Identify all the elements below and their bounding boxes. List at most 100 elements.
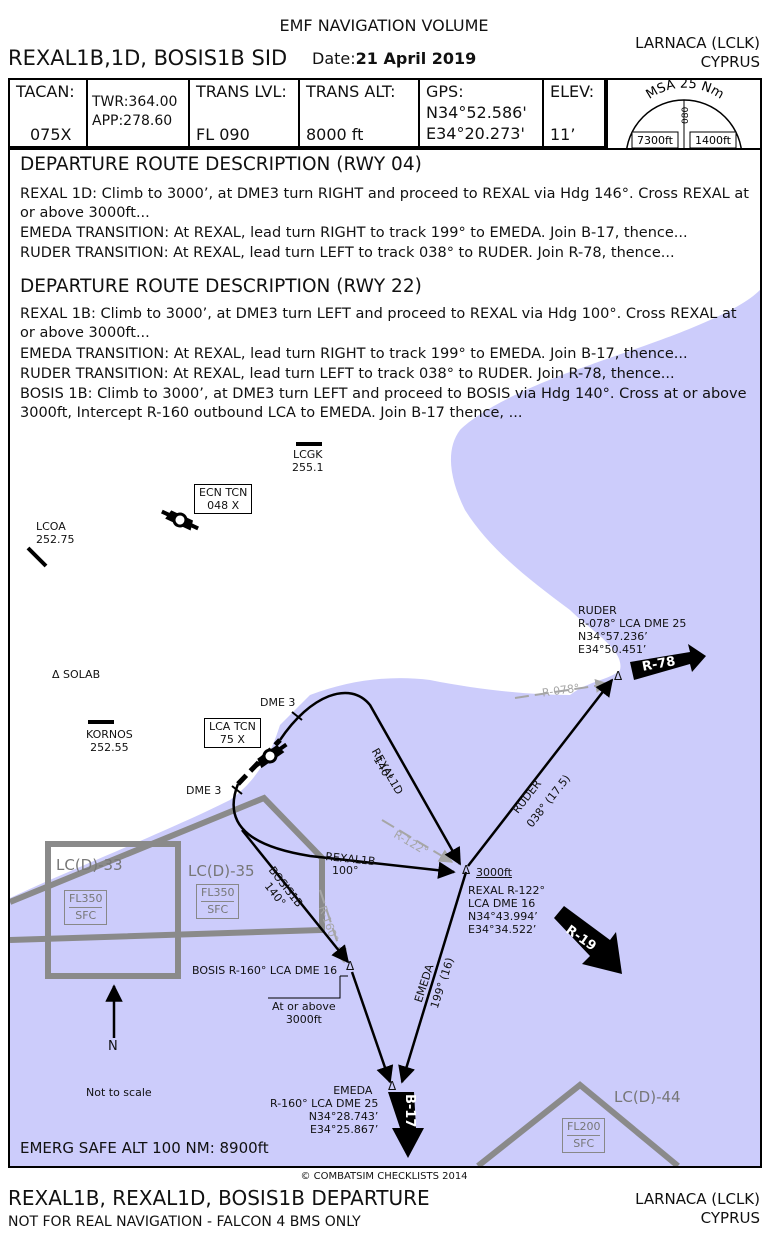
- trans-lvl-cell: TRANS LVL: FL 090: [190, 80, 300, 146]
- gps-lat: N34°52.586': [426, 103, 527, 122]
- lca-chan: 75 X: [219, 733, 245, 746]
- at-or-above-pointer: [268, 976, 341, 999]
- airway-b17-arrow: [388, 1092, 424, 1158]
- emeda-fix-label: EMEDA R-160° LCA DME 25 N34°28.743’ E34°…: [270, 1084, 378, 1136]
- lcgk-freq: 255.1: [292, 461, 324, 474]
- route-bosis1b: [241, 829, 350, 964]
- dme3-south-label: DME 3: [186, 784, 222, 797]
- ecn-chan: 048 X: [207, 499, 240, 512]
- ruder-lat: N34°57.236’: [578, 630, 648, 643]
- elev-cell: ELEV: 11’: [544, 80, 604, 146]
- zone33-name: LC(D)-33: [56, 856, 123, 874]
- zone35-bottom: SFC: [207, 903, 229, 916]
- zone44-top: FL200: [567, 1120, 601, 1133]
- msa-east-alt: 1400ft: [695, 134, 732, 147]
- route-rexal1b: [232, 783, 456, 879]
- date-value: 21 April 2019: [355, 49, 477, 68]
- rwy22-ruder-text: : At REXAL, lead turn LEFT to track 038°…: [163, 366, 675, 382]
- zone44-bottom: SFC: [573, 1137, 595, 1150]
- date-label: Date:: [312, 49, 356, 68]
- route-rexal1d: [278, 691, 462, 866]
- airway-r19-arrow: [554, 906, 622, 974]
- trans-lvl-label: TRANS LVL:: [196, 82, 287, 101]
- ruder-waypoint-icon: Δ: [614, 669, 623, 683]
- footer-airport: LARNACA (LCLK) CYPRUS: [635, 1190, 760, 1228]
- procedure-title: REXAL1B,1D, BOSIS1B SID: [8, 46, 288, 70]
- bosis-waypoint-icon: Δ: [346, 959, 355, 973]
- kornos-freq: 252.55: [90, 741, 129, 754]
- ecn-tacan-icon: [161, 509, 199, 531]
- rexal-radial: REXAL R-122°: [468, 884, 545, 897]
- zone33-top: FL350: [69, 892, 103, 905]
- bosis1b-text: Climb to 3000’, at DME3 turn LEFT and pr…: [20, 386, 747, 421]
- rwy04-emeda-name: EMEDA TRANSITION: [20, 225, 165, 241]
- ruder-lon: E34°50.451’: [578, 643, 647, 656]
- gps-lon: E34°20.273': [426, 124, 525, 143]
- trans-alt-label: TRANS ALT:: [306, 82, 396, 101]
- gps-label: GPS:: [426, 82, 464, 101]
- trans-lvl-value: FL 090: [196, 125, 250, 144]
- airway-b17-label: B-17: [402, 1094, 417, 1128]
- emeda-name: EMEDA: [333, 1084, 373, 1097]
- solab-waypoint: Δ SOLAB: [52, 668, 101, 681]
- zone-lc-d-33: [45, 841, 181, 979]
- rwy22-ruder-name: RUDER TRANSITION: [20, 366, 164, 382]
- rexal-waypoint-icon: Δ: [462, 863, 471, 877]
- emeda-lat: N34°28.743’: [308, 1110, 379, 1123]
- trans-alt-value: 8000 ft: [306, 125, 364, 144]
- rexal1d-text: Climb to 3000’, at DME3 turn RIGHT and p…: [20, 186, 749, 221]
- north-label: N: [108, 1039, 118, 1054]
- route-bosis-emeda: [350, 971, 394, 1084]
- lcoa-ndb-icon: [26, 546, 48, 568]
- lcoa-name: LCOA: [36, 520, 66, 533]
- elev-label: ELEV:: [550, 82, 595, 101]
- bosis-fix-label: BOSIS R-160° LCA DME 16: [192, 964, 338, 977]
- footer-disclaimer: NOT FOR REAL NAVIGATION - FALCON 4 BMS O…: [8, 1214, 361, 1230]
- rexal1b-text: Climb to 3000’, at DME3 turn LEFT and pr…: [20, 306, 737, 341]
- elev-value: 11’: [550, 125, 576, 144]
- rwy04-ruder: RUDER TRANSITION: At REXAL, lead turn LE…: [20, 244, 750, 263]
- lcoa-freq: 252.75: [36, 533, 75, 546]
- ruder-radial: R-078° LCA DME 25: [578, 617, 687, 630]
- tacan-cell: TACAN: 075X: [10, 80, 88, 146]
- emeda-radial: R-160° LCA DME 25: [270, 1097, 379, 1110]
- dme3-north-label: DME 3: [260, 696, 296, 709]
- rwy22-ruder: RUDER TRANSITION: At REXAL, lead turn LE…: [20, 365, 750, 384]
- bosis1b-name: BOSIS 1B:: [20, 386, 93, 402]
- lcgk-name: LCGK: [292, 448, 323, 461]
- rwy04-rexal1d: REXAL 1D: Climb to 3000’, at DME3 turn R…: [20, 185, 750, 223]
- msa-west-alt: 7300ft: [637, 134, 674, 147]
- kornos-name: KORNOS: [86, 728, 133, 741]
- rexal1d-name: REXAL 1D:: [20, 186, 98, 202]
- map-frame: DEPARTURE ROUTE DESCRIPTION (RWY 04) REX…: [8, 148, 762, 1168]
- ruder-fix-label: RUDER R-078° LCA DME 25 N34°57.236’ E34°…: [578, 604, 686, 656]
- radial-r078: [514, 678, 610, 699]
- rwy04-emeda: EMEDA TRANSITION: At REXAL, lead turn RI…: [20, 224, 750, 243]
- tacan-label: TACAN:: [16, 82, 75, 101]
- twr-freq: TWR:364.00: [92, 94, 178, 110]
- msa-title: MSA 25 Nm: [644, 80, 727, 103]
- rexal-dme: LCA DME 16: [468, 897, 536, 910]
- rexal-fix-label: REXAL R-122° LCA DME 16 N34°43.994’ E34°…: [468, 884, 545, 936]
- airport-country: CYPRUS: [700, 53, 760, 71]
- tacan-value: 075X: [30, 125, 72, 144]
- zone-lc-d-44: [476, 1081, 680, 1166]
- rwy22-emeda: EMEDA TRANSITION: At REXAL, lead turn RI…: [20, 345, 750, 364]
- map-drawing: [10, 150, 760, 1166]
- freq-cell: TWR:364.00 APP:278.60: [88, 80, 190, 146]
- route-emeda: [398, 871, 468, 1084]
- footer-airport-country: CYPRUS: [700, 1209, 760, 1227]
- route-ruder: [467, 678, 614, 867]
- airway-r78-arrow: [630, 644, 706, 680]
- zone35-top: FL350: [201, 886, 235, 899]
- airport-header: LARNACA (LCLK) CYPRUS: [635, 34, 760, 72]
- app-freq: APP:278.60: [92, 113, 173, 129]
- rwy22-title: DEPARTURE ROUTE DESCRIPTION (RWY 22): [20, 276, 422, 297]
- rexal1b-hdg-label: 100°: [332, 864, 359, 877]
